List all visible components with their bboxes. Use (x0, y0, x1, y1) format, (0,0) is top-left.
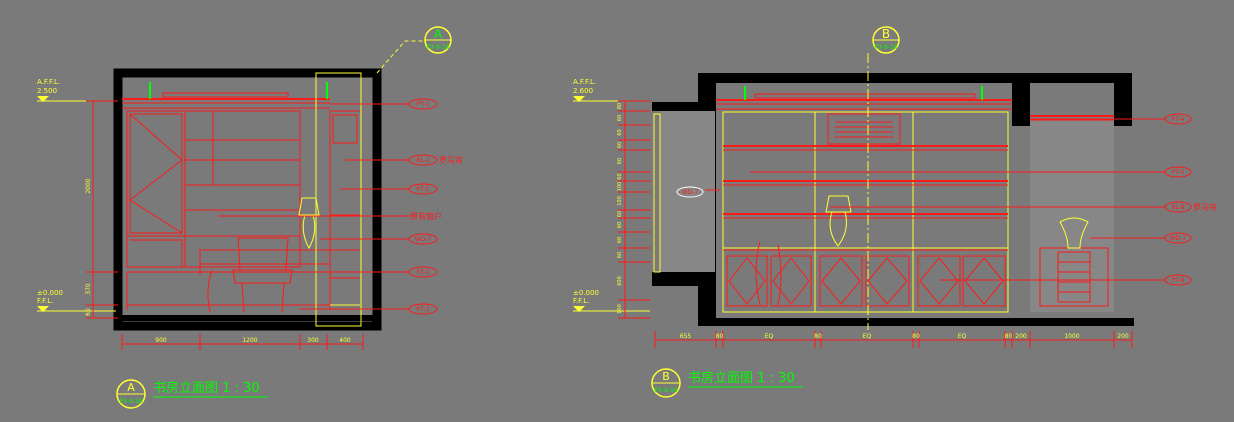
width-dim-b-9: 200 (1015, 333, 1027, 340)
level-bottom-b-code: ±0.000 (573, 289, 599, 297)
drawing-title-a: A P3-9-16 书房立面图 1 : 30 (116, 379, 268, 409)
tag-b-left: WD-7 (682, 189, 699, 196)
tag-a-4-note: 原有窗户 (410, 211, 442, 221)
width-dim-b-1: 655 (680, 333, 692, 340)
tag-b-2: PT-5 (1172, 169, 1185, 176)
tag-b-1: PT-4 (1172, 116, 1185, 123)
height-dim-b-6: 60 (617, 173, 623, 179)
tag-a-7: PT-3 (417, 306, 430, 313)
height-dim-b-2: 60 (617, 115, 623, 121)
height-dim-a-3: 60 (85, 308, 92, 316)
width-dim-b-5: EQ (863, 333, 872, 340)
level-top-a-value: 2.500 (37, 87, 57, 95)
elevation-a: A P3-9-16 A.F.F.L. 2.500 ±0.000 F.F.L. 2… (37, 26, 463, 409)
width-dim-a-1: 900 (155, 337, 167, 344)
level-top-b: A.F.F.L. 2.600 (573, 78, 650, 102)
level-top-a-code: A.F.F.L. (37, 78, 60, 86)
drawing-title-b: B P3-9-16 书房立面图 1 : 30 (651, 368, 803, 398)
section-marker-b-letter: B (882, 27, 890, 41)
title-a-text: 书房立面图 1 : 30 (153, 380, 260, 396)
title-a-letter: A (127, 381, 135, 394)
title-a-sub: P3-9-16 (119, 398, 142, 405)
height-dim-b-12: 60 (617, 252, 623, 258)
width-dim-a-4: 400 (339, 337, 351, 344)
height-dim-b-10: 60 (617, 222, 623, 228)
wall-outline-b (652, 73, 1132, 111)
height-dim-a-2: 370 (85, 283, 92, 295)
tag-a-2: BL-2 (416, 157, 430, 164)
section-marker-b: B P3-9-16 (867, 26, 900, 330)
width-dim-b-8: 80 (1005, 333, 1013, 340)
wall-outline-a (113, 68, 382, 331)
width-dim-b-7: EQ (958, 333, 967, 340)
height-dim-b-13: 600 (617, 276, 623, 286)
window-frame-a (315, 72, 362, 327)
tag-b-5: PT-8 (1172, 277, 1185, 284)
width-dim-b-2: 80 (716, 333, 724, 340)
section-marker-b-ref: P3-9-16 (874, 44, 897, 51)
tag-a-1: PT-1 (417, 101, 430, 108)
width-dim-a-3: 300 (307, 337, 319, 344)
height-dim-b-4: 60 (617, 142, 623, 148)
tag-b-4: WD-7 (1170, 235, 1187, 242)
width-dim-b-6: 80 (912, 333, 920, 340)
tag-a-5: WD-7 (415, 236, 432, 243)
title-b-letter: B (662, 370, 670, 383)
level-top-b-value: 2.600 (573, 87, 593, 95)
material-tags-a: PT-1 BL-2 罗马帘 PT-1 原有窗户 WD-7 ST-2 PT-3 (218, 98, 463, 315)
section-marker-a-ref: P3-9-16 (426, 44, 449, 51)
title-b-sub: P3-9-16 (654, 387, 677, 394)
tag-a-3: PT-1 (417, 186, 430, 193)
width-dim-a-2: 1200 (242, 337, 257, 344)
width-dim-b-3: EQ (765, 333, 774, 340)
level-bottom-b: ±0.000 F.F.L. (573, 289, 650, 312)
section-marker-a: A P3-9-16 (376, 26, 452, 74)
level-bottom-b-sub: F.F.L. (573, 297, 589, 305)
height-dim-b-9: 60 (617, 211, 623, 217)
width-dim-b-11: 200 (1117, 333, 1129, 340)
title-b-text: 书房立面图 1 : 30 (688, 370, 795, 386)
level-bottom-a-code: ±0.000 (37, 289, 63, 297)
elevation-b: B P3-9-16 A.F.F.L. 2.600 ±0.000 F.F.L. 8… (573, 26, 1217, 398)
height-dim-b-3: 60 (617, 129, 623, 135)
width-dim-b-10: 1000 (1064, 333, 1079, 340)
height-dim-b-8: 100 (617, 196, 623, 206)
tag-a-2-note: 罗马帘 (439, 155, 463, 165)
tag-b-3: BL-8 (1171, 204, 1185, 211)
width-dim-b-4: 80 (814, 333, 822, 340)
level-bottom-a: ±0.000 F.F.L. (37, 289, 116, 312)
material-tags-b: PT-4 PT-5 BL-8 罗马帘 WD-7 PT-8 WD-7 (676, 113, 1217, 286)
tag-a-6: ST-2 (417, 269, 430, 276)
height-dim-b-11: 60 (617, 237, 623, 243)
level-top-a: A.F.F.L. 2.500 (37, 78, 116, 102)
height-dim-a-1: 2000 (85, 178, 92, 193)
tag-b-3-note: 罗马帘 (1193, 202, 1217, 212)
section-marker-a-letter: A (434, 27, 443, 41)
height-dim-b-1: 80 (617, 103, 623, 109)
height-dim-b-14: 100 (617, 304, 623, 314)
level-bottom-a-sub: F.F.L. (37, 297, 53, 305)
level-top-b-code: A.F.F.L. (573, 78, 596, 86)
height-dim-b-7: 100 (617, 182, 623, 192)
height-dim-b-5: 60 (617, 158, 623, 164)
